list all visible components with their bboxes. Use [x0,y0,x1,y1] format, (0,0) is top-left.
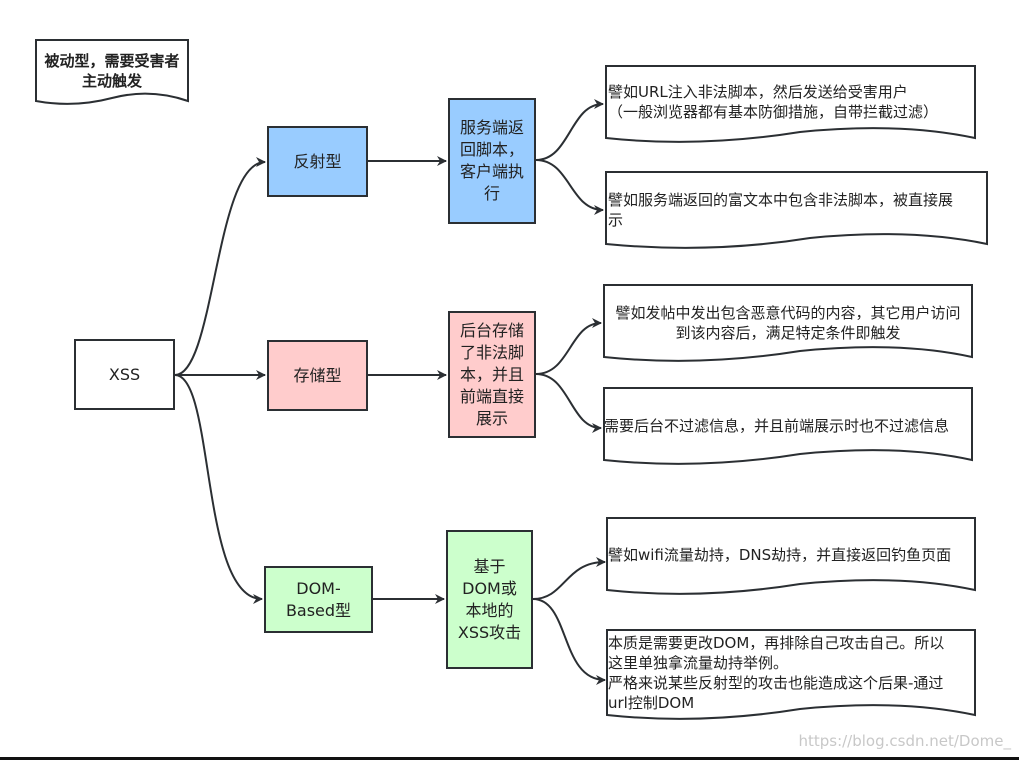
example-line: 譬如wifi流量劫持，DNS劫持，并直接返回钓鱼页面 [608,546,952,564]
node-xss: XSS [74,339,175,410]
note-line-1: 被动型，需要受害者 [44,52,180,70]
edge-mech3-ex5 [532,557,606,600]
node-dom-label-2: Based型 [285,600,352,620]
example-4: 需要后台不过滤信息，并且前端展示时也不过滤信息 [604,416,949,436]
node-mechanism-stored: 后台存储 了非法脚 本，并且 前端直接 展示 [448,311,536,438]
example-line: 示 [608,211,624,229]
mechanism-line: 回脚本， [459,140,524,159]
example-shape-1 [605,65,976,143]
node-stored: 存储型 [267,340,368,411]
mechanism-line: 基于 [473,556,506,576]
example-shape-2 [605,171,988,249]
example-line: 譬如发帖中发出包含恶意代码的内容，其它用户访问 [615,304,961,322]
example-line: 譬如服务端返回的富文本中包含非法脚本，被直接展 [608,191,954,209]
example-line: 需要后台不过滤信息，并且前端展示时也不过滤信息 [604,417,950,435]
example-line: 严格来说某些反射型的攻击也能造成这个后果-通过 [608,674,944,692]
node-reflected: 反射型 [267,126,368,197]
mechanism-line: XSS攻击 [457,622,522,642]
node-dom-based: DOM- Based型 [264,566,373,633]
mechanism-line: 前端直接 [459,386,524,406]
mechanism-line: DOM或 [462,578,517,598]
node-reflected-label: 反射型 [293,151,342,171]
mechanism-line: 展示 [475,408,508,428]
edge-mech1-ex2 [535,159,604,215]
edge-mech2-ex4 [535,373,602,433]
edge-mech3-ex6 [532,598,606,685]
example-shape-5 [606,517,976,595]
example-line: 譬如URL注入非法脚本，然后发送给受害用户 [608,83,908,101]
example-shape-3 [603,284,973,362]
example-line: 本质是需要更改DOM，再排除自己攻击自己。所以 [608,634,945,652]
mechanism-line: 服务端返 [459,118,524,137]
example-2: 譬如服务端返回的富文本中包含非法脚本，被直接展 示 [608,190,953,230]
mechanism-line: 行 [483,184,500,203]
example-line: （一般浏览器都有基本防御措施，自带拦截过滤） [608,103,939,121]
example-6: 本质是需要更改DOM，再排除自己攻击自己。所以 这里单独拿流量劫持举例。 严格来… [608,633,944,713]
node-dom-label-1: DOM- [296,578,341,598]
bottom-border [0,757,1019,760]
note-shape [35,39,189,105]
example-line: 到该内容后，满足特定条件即触发 [675,324,901,342]
mechanism-line: 了非法脚 [459,342,524,362]
node-mechanism-dom: 基于 DOM或 本地的 XSS攻击 [446,530,533,669]
node-mechanism-reflected: 服务端返 回脚本， 客户端执 行 [448,98,536,224]
node-xss-label: XSS [108,364,141,384]
example-shape-4 [603,387,973,465]
example-5: 譬如wifi流量劫持，DNS劫持，并直接返回钓鱼页面 [608,545,951,565]
mechanism-line: 后台存储 [459,320,524,340]
edge-mech1-ex1 [535,99,604,161]
example-line: 这里单独拿流量劫持举例。 [608,654,789,672]
node-stored-label: 存储型 [293,365,342,385]
edge-xss-reflect [174,157,266,376]
edge-xss-dom [174,374,263,604]
edge-mech2-ex3 [535,318,602,375]
note-text: 被动型，需要受害者 主动触发 [36,51,188,91]
example-shape-6 [606,629,976,720]
mechanism-line: 本地的 [465,600,514,620]
example-line: url控制DOM [608,694,695,712]
mechanism-line: 本，并且 [459,364,524,384]
example-3: 譬如发帖中发出包含恶意代码的内容，其它用户访问 到该内容后，满足特定条件即触发 [604,303,972,343]
mechanism-line: 客户端执 [459,162,524,181]
watermark: https://blog.csdn.net/Dome_ [798,732,1011,750]
note-line-2: 主动触发 [81,72,142,90]
example-1: 譬如URL注入非法脚本，然后发送给受害用户 （一般浏览器都有基本防御措施，自带拦… [608,82,938,122]
